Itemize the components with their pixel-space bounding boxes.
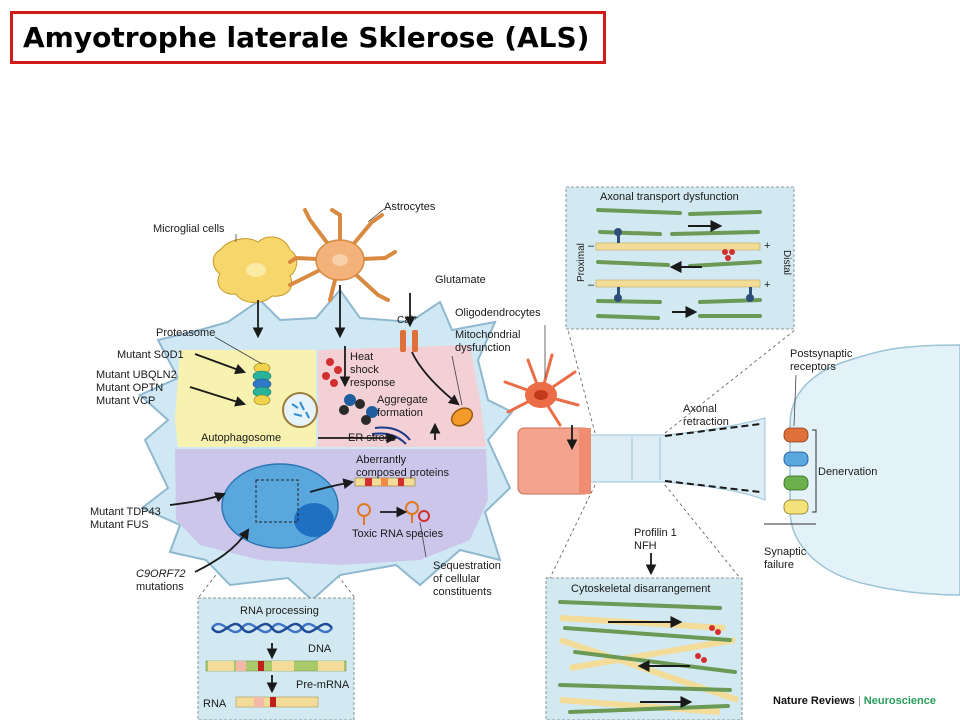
zoom-line [664, 484, 741, 579]
label-toxic-rna: Toxic RNA species [352, 528, 444, 540]
label-plus-end: + [764, 240, 770, 252]
label-oligodendrocytes: Oligodendrocytes [455, 307, 541, 319]
label-aggregate-formation: formation [377, 407, 423, 419]
label-sequestration: of cellular [433, 573, 480, 585]
label-axonal-retraction: Axonal [683, 403, 717, 415]
label-proximal: Proximal [576, 243, 587, 282]
label-aberrant-proteins: Aberrantly [356, 454, 407, 466]
title-box: Amyotrophe laterale Sklerose (ALS) [10, 11, 606, 64]
axon-retraction-dash-top [664, 423, 761, 437]
nucleus-zoom-box [255, 479, 299, 523]
inset-axonal-transport-content [595, 208, 762, 320]
label-astrocytes: Astrocytes [384, 201, 436, 213]
label-heat-shock: response [350, 377, 395, 389]
arrows [169, 285, 657, 576]
label-pre-mrna: Pre-mRNA [296, 679, 350, 691]
label-mutant-fus: Mutant FUS [90, 519, 149, 531]
stress-region [318, 345, 486, 447]
label-mutant-vcp: Mutant VCP [96, 395, 155, 407]
zoom-line [549, 484, 596, 579]
mitochondrion [450, 407, 474, 427]
label-synaptic-failure: Synaptic [764, 546, 807, 558]
autophagosome [282, 392, 318, 428]
label-mutant-optn: Mutant OPTN [96, 382, 163, 394]
aberrant-protein-chain [354, 477, 416, 487]
label-sequestration: Sequestration [433, 560, 501, 572]
toxic-rna-icons [357, 501, 430, 525]
label-mutant-ubqln2: Mutant UBQLN2 [96, 369, 177, 381]
label-minus-end: – [588, 279, 595, 291]
label-aberrant-proteins: composed proteins [356, 467, 449, 479]
inset-cytoskeletal-content [558, 600, 739, 715]
label-distal: Distal [781, 250, 792, 275]
zoom-line [297, 522, 356, 599]
zoom-line [567, 329, 596, 434]
inset-title-cytoskeletal: Cytoskeletal disarrangement [571, 583, 710, 595]
label-rna: RNA [203, 698, 227, 710]
label-calcium: Ca²⁺ [397, 315, 418, 326]
axon-terminal [589, 417, 766, 501]
journal-name: Nature Reviews [773, 695, 855, 707]
inset-title-axonal-transport: Axonal transport dysfunction [600, 191, 739, 203]
label-er-stress: ER stress [348, 432, 396, 444]
credit-separator: | [857, 695, 861, 707]
label-mitochondrial-dysfunction: Mitochondrial [455, 329, 520, 341]
label-axonal-retraction: retraction [683, 416, 729, 428]
heat-shock-proteins [322, 358, 342, 387]
autophagosome-cargo [291, 401, 310, 419]
label-c9orf72: C9ORF72 [136, 568, 186, 580]
label-aggregate-formation: Aggregate [377, 394, 428, 406]
calcium-channel [400, 330, 418, 352]
label-mitochondrial-dysfunction: dysfunction [455, 342, 511, 354]
label-heat-shock: shock [350, 364, 379, 376]
astrocyte-nucleus [332, 254, 348, 266]
label-synaptic-failure: failure [764, 559, 794, 571]
label-autophagosome: Autophagosome [201, 432, 281, 444]
label-plus-end: + [764, 279, 770, 291]
oligodendrocyte-nucleus [534, 390, 548, 400]
label-heat-shock: Heat [350, 351, 373, 363]
zoom-line [664, 329, 796, 434]
aggregates [339, 394, 378, 425]
journal-section: Neuroscience [863, 695, 936, 707]
label-dna: DNA [308, 643, 332, 655]
inset-title-rna-processing: RNA processing [240, 605, 319, 617]
label-postsynaptic-receptors: Postsynaptic [790, 348, 853, 360]
page-title: Amyotrophe laterale Sklerose (ALS) [23, 21, 590, 54]
label-sequestration: constituents [433, 586, 492, 598]
label-nfh: NFH [634, 540, 657, 552]
microglia-nucleus [246, 263, 266, 277]
proteasome [252, 362, 272, 406]
er-stress-membrane [374, 426, 411, 441]
denervation-bracket [812, 429, 817, 513]
label-proteasome: Proteasome [156, 327, 215, 339]
inset-rna-content [205, 622, 347, 708]
axon-hillock-cap [579, 428, 591, 494]
label-mutant-tdp43: Mutant TDP43 [90, 506, 161, 518]
postsynaptic-receptors [783, 427, 809, 515]
label-glutamate: Glutamate [435, 274, 486, 286]
journal-credit: Nature Reviews|Neuroscience [773, 695, 936, 707]
label-postsynaptic-receptors: receptors [790, 361, 836, 373]
leader-lines [214, 208, 797, 558]
nucleolus [294, 503, 334, 537]
label-c9orf72-mutations: mutations [136, 581, 184, 593]
label-mutant-sod1: Mutant SOD1 [117, 349, 184, 361]
zoom-line [197, 522, 257, 599]
axon-retraction-dash-bottom [664, 480, 761, 493]
label-minus-end: – [588, 240, 595, 252]
label-profilin: Profilin 1 [634, 527, 677, 539]
label-denervation: Denervation [818, 466, 877, 478]
label-microglial-cells: Microglial cells [153, 223, 225, 235]
